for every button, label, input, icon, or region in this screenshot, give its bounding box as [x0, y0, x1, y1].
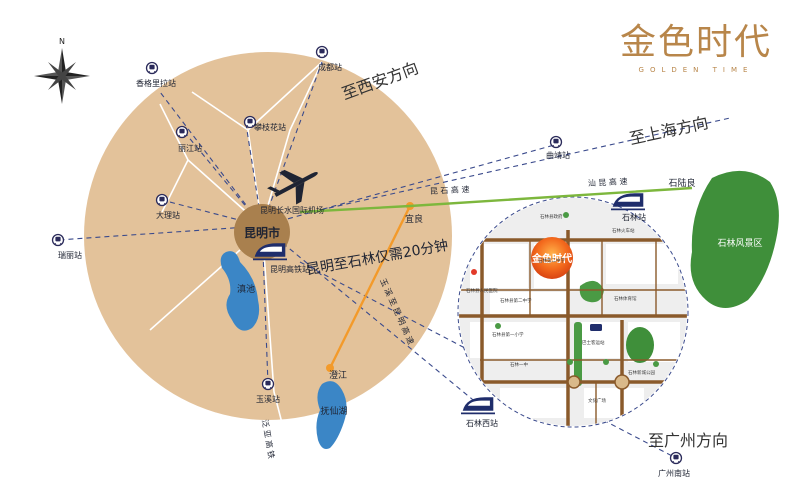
- station-label-kunming-hsr[interactable]: 昆明高铁站: [270, 264, 310, 274]
- place-label-shilutuo: 石陆良: [668, 177, 695, 189]
- inset-label: 巴士客运站: [582, 339, 605, 346]
- green-expressway: [299, 186, 693, 214]
- station-label-qujing[interactable]: 曲靖站: [546, 150, 570, 160]
- lake-label-fuxian: 抚仙湖: [320, 405, 347, 417]
- lake-dianchi[interactable]: [220, 251, 260, 331]
- lake-fuxian[interactable]: [316, 381, 347, 449]
- inset-label: 石林新城公园: [628, 369, 655, 376]
- station-icon: [175, 125, 189, 139]
- station-label-shangri-la[interactable]: 香格里拉站: [136, 78, 176, 88]
- station-label-shilin[interactable]: 石林站: [622, 212, 646, 222]
- airplane-icon: [267, 169, 318, 205]
- place-label-chengjiang: 澄江: [329, 369, 347, 381]
- station-icon: [549, 135, 563, 149]
- project-marker[interactable]: [531, 237, 573, 279]
- brand-subtitle: GOLDEN TIME: [639, 66, 754, 74]
- brand-title: 金色时代: [620, 22, 772, 63]
- station-icon: [315, 45, 329, 59]
- lake-label-dianchi: 滇池: [237, 283, 255, 295]
- station-label-guangzhou-south[interactable]: 广州南站: [658, 468, 690, 478]
- place-label-shilin-scenic: 石林风景区: [717, 237, 762, 249]
- inset-label: 石林县人民医院: [466, 287, 498, 294]
- inset-label: 石林火车站: [612, 227, 635, 234]
- airport-label[interactable]: 昆明长水国际机场: [260, 205, 324, 215]
- inset-label: 石林县政府: [540, 213, 563, 220]
- highway-label-fanyu: 泛 亚 高 铁: [260, 419, 277, 460]
- compass-north-label: N: [59, 37, 65, 46]
- station-icon: [145, 61, 159, 75]
- station-icon: [155, 193, 169, 207]
- project-label[interactable]: 金色时代: [531, 252, 572, 265]
- station-label-lijiang[interactable]: 丽江站: [178, 143, 202, 153]
- inset-label: 石林县第二中学: [500, 297, 532, 304]
- station-icon: [261, 377, 275, 391]
- city-label: 昆明市: [244, 225, 280, 240]
- station-label-shilin-west[interactable]: 石林西站: [466, 418, 498, 428]
- train-icon: [460, 396, 496, 415]
- inset-label: 石林一中: [510, 361, 528, 368]
- station-label-ruili[interactable]: 瑞丽站: [58, 250, 82, 260]
- inset-label: 石林体育馆: [614, 295, 637, 302]
- station-icon: [669, 451, 683, 465]
- station-icon: [51, 233, 65, 247]
- inset-map: [457, 196, 689, 428]
- inset-label: 石林县第一小学: [492, 331, 524, 338]
- orange-highway: [328, 205, 412, 369]
- inset-label: 石林第二中学: [538, 257, 565, 264]
- direction-shanghai[interactable]: 至上海方向: [628, 113, 710, 148]
- place-label-yiliang: 宜良: [405, 213, 423, 225]
- inset-label: 文化广场: [588, 397, 606, 404]
- dashed-links: [57, 61, 731, 459]
- highway-label-kunshi: 昆 石 高 速: [430, 184, 470, 196]
- shilin-scenic-area[interactable]: [690, 170, 779, 308]
- compass-icon: [34, 48, 90, 104]
- station-label-panzhihua[interactable]: 攀枝花站: [254, 122, 286, 132]
- station-label-chengdu[interactable]: 成都站: [318, 62, 342, 72]
- station-label-dali[interactable]: 大理站: [156, 210, 180, 220]
- direction-guangzhou[interactable]: 至广州方向: [648, 431, 728, 450]
- highway-label-shankun: 汕 昆 高 速: [588, 176, 628, 188]
- station-label-yuxi[interactable]: 玉溪站: [256, 394, 280, 404]
